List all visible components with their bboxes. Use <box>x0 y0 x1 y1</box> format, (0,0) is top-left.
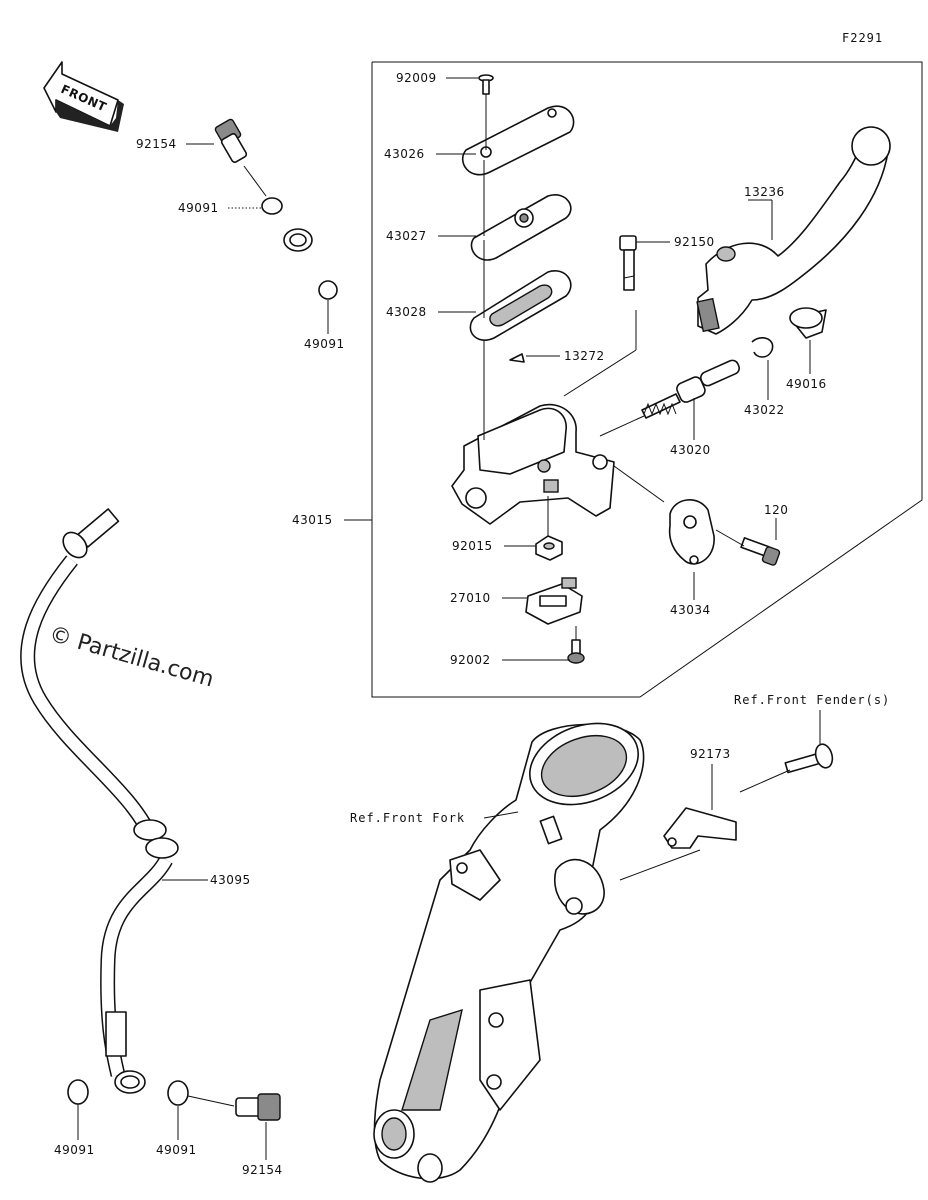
label-49091-c: 49091 <box>54 1143 95 1157</box>
pivot-bolt <box>619 235 637 291</box>
label-49091-d: 49091 <box>156 1143 197 1157</box>
label-27010: 27010 <box>450 591 491 605</box>
washer-b <box>318 280 338 300</box>
switch-screw <box>567 639 585 664</box>
label-43095: 43095 <box>210 873 251 887</box>
label-13272: 13272 <box>564 349 605 363</box>
leader-lines <box>77 77 821 1160</box>
label-43020: 43020 <box>670 443 711 457</box>
label-49091-b: 49091 <box>304 337 345 351</box>
label-49016: 49016 <box>786 377 827 391</box>
reservoir-cap <box>461 105 575 176</box>
circlip <box>751 337 774 358</box>
cap-screw <box>478 74 494 95</box>
nut <box>535 535 563 561</box>
brake-hose <box>20 228 313 1094</box>
brake-lever <box>697 136 889 335</box>
washer-d <box>167 1080 189 1106</box>
label-43027: 43027 <box>386 229 427 243</box>
label-43015: 43015 <box>292 513 333 527</box>
watermark: © Partzilla.com <box>46 622 216 693</box>
label-49091-a: 49091 <box>178 201 219 215</box>
washer-a <box>261 197 283 215</box>
holder-clamp <box>668 499 715 565</box>
diagram-code: F2291 <box>842 31 883 45</box>
label-43028: 43028 <box>386 305 427 319</box>
label-92154-top: 92154 <box>136 137 177 151</box>
label-120: 120 <box>764 503 788 517</box>
front-fork <box>373 722 645 1183</box>
piston-assembly <box>641 359 740 419</box>
banjo-bolt-bottom <box>235 1093 281 1121</box>
boot <box>789 307 827 339</box>
reservoir-plate <box>470 194 572 261</box>
label-43026: 43026 <box>384 147 425 161</box>
ref-front-fork: Ref.Front Fork <box>350 811 465 825</box>
banjo-bolt-top <box>214 118 248 163</box>
label-92015: 92015 <box>452 539 493 553</box>
label-13236: 13236 <box>744 185 785 199</box>
brake-switch <box>525 577 583 625</box>
label-43034: 43034 <box>670 603 711 617</box>
label-43022: 43022 <box>744 403 785 417</box>
master-cylinder-body <box>451 403 615 525</box>
assembly-box <box>371 61 923 698</box>
clip <box>509 353 525 363</box>
label-92150: 92150 <box>674 235 715 249</box>
label-92173: 92173 <box>690 747 731 761</box>
label-92154-bottom: 92154 <box>242 1163 283 1177</box>
label-92002: 92002 <box>450 653 491 667</box>
clamp-bolt <box>740 537 781 566</box>
label-92009: 92009 <box>396 71 437 85</box>
fender-bracket <box>663 807 737 849</box>
ref-front-fender: Ref.Front Fender(s) <box>734 693 890 707</box>
front-arrow-icon: FRONT <box>43 61 124 132</box>
washer-c <box>67 1079 89 1105</box>
fender-bolt <box>784 743 834 774</box>
